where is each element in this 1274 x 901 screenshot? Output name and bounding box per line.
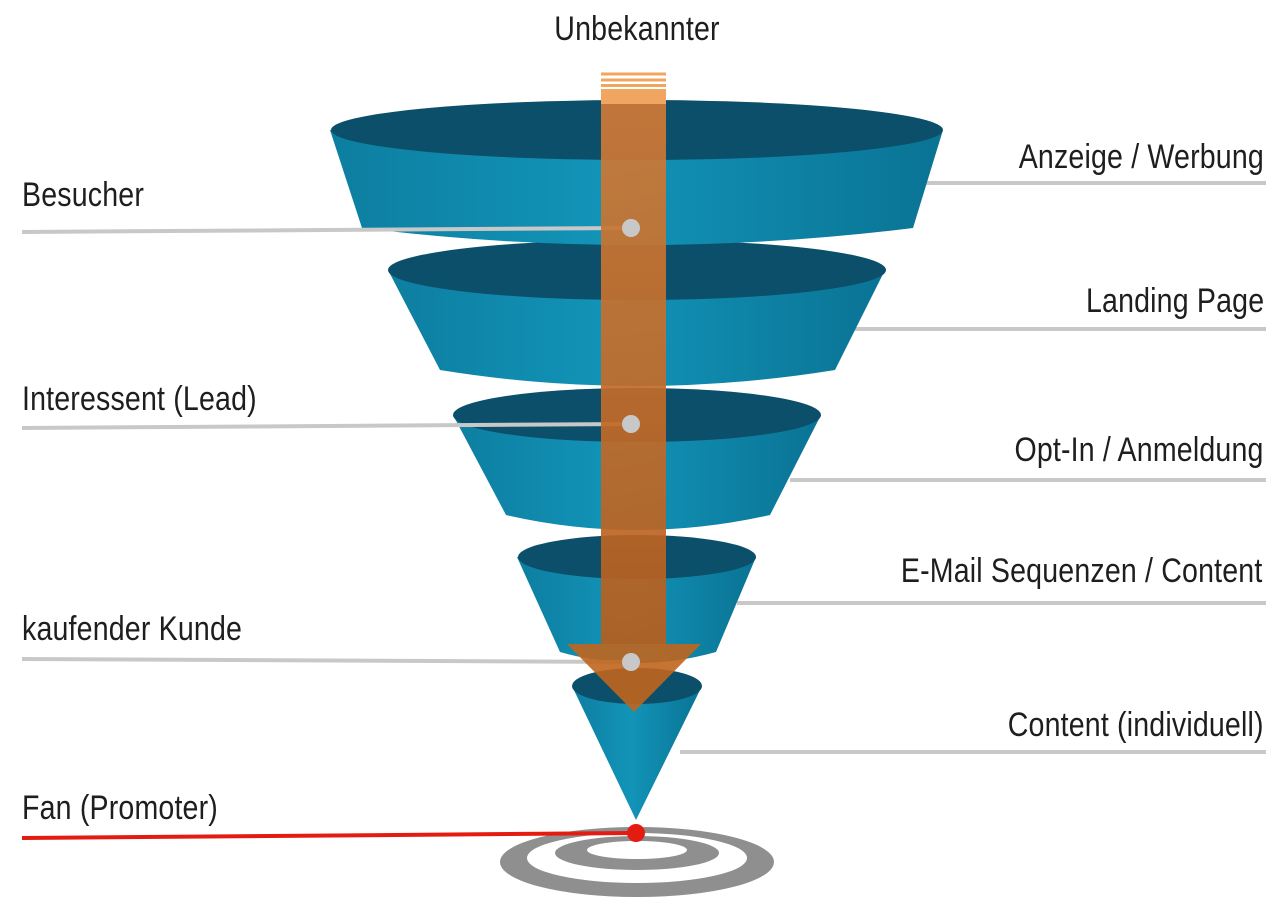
left-connectors <box>21 226 632 664</box>
fan-target-dot <box>627 824 645 842</box>
top-label: Unbekannter <box>554 10 720 48</box>
step-label-opt-in: Opt-In / Anmeldung <box>1014 431 1264 469</box>
fan-connector-line <box>21 831 637 840</box>
step-label-email-sequence: E-Mail Sequenzen / Content <box>900 552 1262 590</box>
right-connectors <box>680 181 1266 754</box>
stage-label-customer: kaufender Kunde <box>22 610 243 648</box>
step-label-content: Content (individuell) <box>1008 706 1264 744</box>
target-icon <box>500 827 774 897</box>
step-label-landing-page: Landing Page <box>1085 282 1264 320</box>
stage-label-fan: Fan (Promoter) <box>22 789 218 827</box>
step-label-ad: Anzeige / Werbung <box>1018 138 1264 176</box>
stage-label-visitor: Besucher <box>22 176 145 214</box>
stage-label-lead: Interessent (Lead) <box>22 380 257 418</box>
flow-arrow <box>567 72 701 712</box>
stage-dots <box>622 219 640 671</box>
